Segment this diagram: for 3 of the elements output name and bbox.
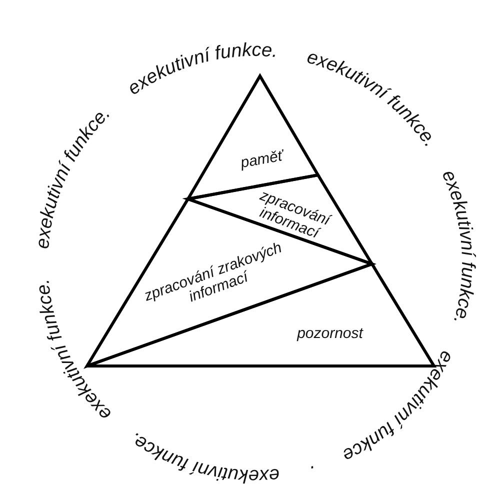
section-label: paměť	[240, 148, 284, 172]
circular-text: ·	[306, 456, 318, 479]
section-label: pozornost	[297, 326, 363, 342]
